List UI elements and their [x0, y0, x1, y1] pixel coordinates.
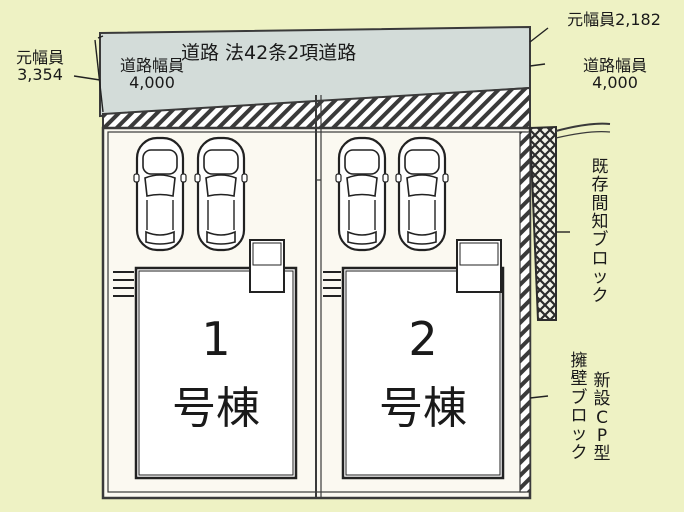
- orig-width-left: 元幅員 3,354: [15, 48, 64, 84]
- orig-width-right: 元幅員2,182: [567, 10, 661, 29]
- building-1-label: 号棟: [172, 383, 260, 434]
- building-1-number: 1: [201, 312, 231, 366]
- building-2-entry: [456, 239, 502, 293]
- building-1-entry: [249, 239, 285, 293]
- car-1b: [193, 136, 249, 252]
- building-1-footprint: [134, 266, 298, 480]
- car-1a: [132, 136, 188, 252]
- building-2-number: 2: [408, 312, 438, 366]
- building-2-footprint: [341, 266, 505, 480]
- new-cp-label: 新 設 C P 型: [593, 371, 611, 465]
- road-title: 道路 法42条2項道路: [181, 42, 357, 64]
- retaining-wall: [519, 131, 531, 493]
- road-width-left: 道路幅員 4,000: [119, 56, 184, 92]
- retaining-block-label: 擁 壁 ブ ロ ッ ク: [570, 351, 588, 463]
- existing-block-wall: [528, 125, 557, 321]
- road-width-right: 道路幅員 4,000: [582, 56, 647, 92]
- car-2b: [394, 136, 450, 252]
- existing-block-label: 既 存 間 知 ブ ロ ッ ク: [591, 157, 609, 306]
- building-2-label: 号棟: [379, 383, 467, 434]
- car-2a: [334, 136, 390, 252]
